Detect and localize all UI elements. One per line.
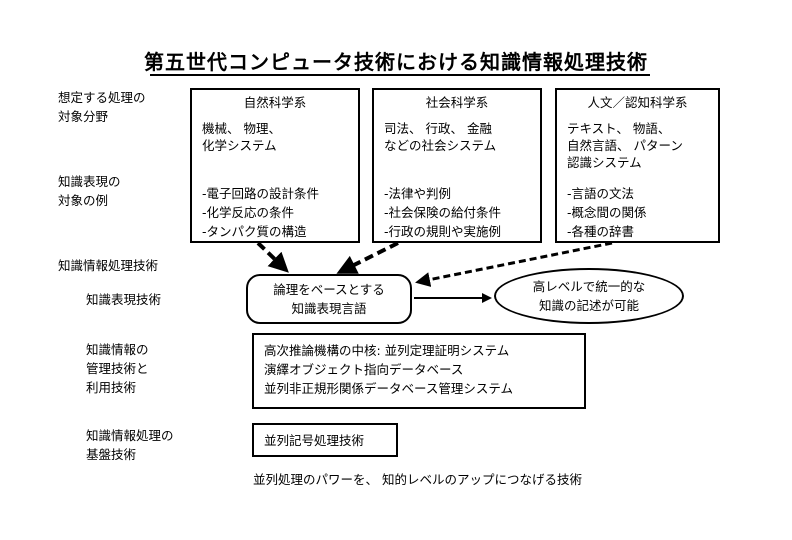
example-item: -言語の文法 bbox=[567, 186, 635, 201]
label-knowledge-examples-line2: 対象の例 bbox=[58, 193, 109, 208]
example-item: -行政の規則や実施例 bbox=[384, 224, 502, 239]
logic-box-line1: 論理をベースとする bbox=[273, 282, 385, 297]
column-header: 人文／認知科学系 bbox=[587, 95, 688, 110]
label-knowledge-examples-line1: 知識表現の bbox=[58, 174, 121, 189]
column-humanities-cognitive: 人文／認知科学系 テキスト、 物語、 自然言語、 パターン 認識システム -言語… bbox=[555, 88, 720, 243]
foundation-text: 並列記号処理技術 bbox=[264, 433, 365, 448]
example-item: -社会保険の給付条件 bbox=[384, 205, 502, 220]
label-target-domain-line2: 対象分野 bbox=[58, 109, 109, 124]
column-domain-text: 機械、 物理、 化学システム bbox=[202, 121, 281, 153]
example-item: -電子回路の設計条件 bbox=[202, 186, 320, 201]
label-management: 知識情報の 管理技術と 利用技術 bbox=[86, 340, 149, 397]
foundation-box: 並列記号処理技術 bbox=[252, 423, 398, 457]
example-item: -法律や判例 bbox=[384, 186, 452, 201]
example-item: -タンパク質の構造 bbox=[202, 224, 307, 239]
management-box: 高次推論機構の中核: 並列定理証明システム 演繹オブジェクト指向データベース 並… bbox=[252, 333, 586, 409]
column-social-science: 社会科学系 司法、 行政、 金融 などの社会システム -法律や判例 -社会保険の… bbox=[372, 88, 542, 243]
column-domain-text: テキスト、 物語、 自然言語、 パターン 認識システム bbox=[567, 121, 683, 170]
title-underline bbox=[150, 74, 650, 76]
column-natural-science: 自然科学系 機械、 物理、 化学システム -電子回路の設計条件 -化学反応の条件… bbox=[190, 88, 360, 243]
example-item: -各種の辞書 bbox=[567, 224, 635, 239]
logic-language-box: 論理をベースとする 知識表現言語 bbox=[246, 274, 412, 324]
management-line: 演繹オブジェクト指向データベース bbox=[264, 362, 464, 377]
diagram-title: 第五世代コンピュータ技術における知識情報処理技術 bbox=[144, 50, 648, 74]
logic-box-line2: 知識表現言語 bbox=[291, 301, 367, 316]
label-target-domain: 想定する処理の 対象分野 bbox=[58, 88, 146, 126]
label-management-line1: 知識情報の bbox=[86, 342, 149, 357]
high-level-ellipse: 高レベルで統一的な 知識の記述が可能 bbox=[494, 268, 684, 324]
label-knowledge-examples: 知識表現の 対象の例 bbox=[58, 172, 121, 210]
example-item: -概念間の関係 bbox=[567, 205, 647, 220]
label-foundation-line1: 知識情報処理の bbox=[86, 428, 174, 443]
label-foundation-line2: 基盤技術 bbox=[86, 447, 137, 462]
column-domain-text: 司法、 行政、 金融 などの社会システム bbox=[384, 121, 497, 153]
ellipse-line2: 知識の記述が可能 bbox=[538, 298, 639, 313]
column-header: 社会科学系 bbox=[425, 95, 489, 110]
ellipse-line1: 高レベルで統一的な bbox=[532, 279, 646, 294]
footer-text: 並列処理のパワーを、 知的レベルのアップにつなげる技術 bbox=[253, 472, 582, 487]
label-kr-tech: 知識表現技術 bbox=[86, 292, 162, 307]
label-management-line3: 利用技術 bbox=[86, 380, 137, 395]
example-item: -化学反応の条件 bbox=[202, 205, 295, 220]
column-examples: -法律や判例 -社会保険の給付条件 -行政の規則や実施例 bbox=[384, 184, 501, 241]
label-foundation: 知識情報処理の 基盤技術 bbox=[86, 426, 174, 464]
label-kip-tech: 知識情報処理技術 bbox=[58, 258, 159, 273]
dashed-arrow-social bbox=[336, 241, 399, 274]
dashed-arrow-natural bbox=[256, 241, 289, 273]
column-examples: -言語の文法 -概念間の関係 -各種の辞書 bbox=[567, 184, 647, 241]
label-management-line2: 管理技術と bbox=[86, 361, 149, 376]
label-target-domain-line1: 想定する処理の bbox=[58, 90, 146, 105]
management-line: 高次推論機構の中核: 並列定理証明システム bbox=[264, 343, 510, 358]
management-line: 並列非正規形関係データベース管理システム bbox=[264, 381, 514, 396]
column-examples: -電子回路の設計条件 -化学反応の条件 -タンパク質の構造 bbox=[202, 184, 319, 241]
column-header: 自然科学系 bbox=[243, 95, 307, 110]
